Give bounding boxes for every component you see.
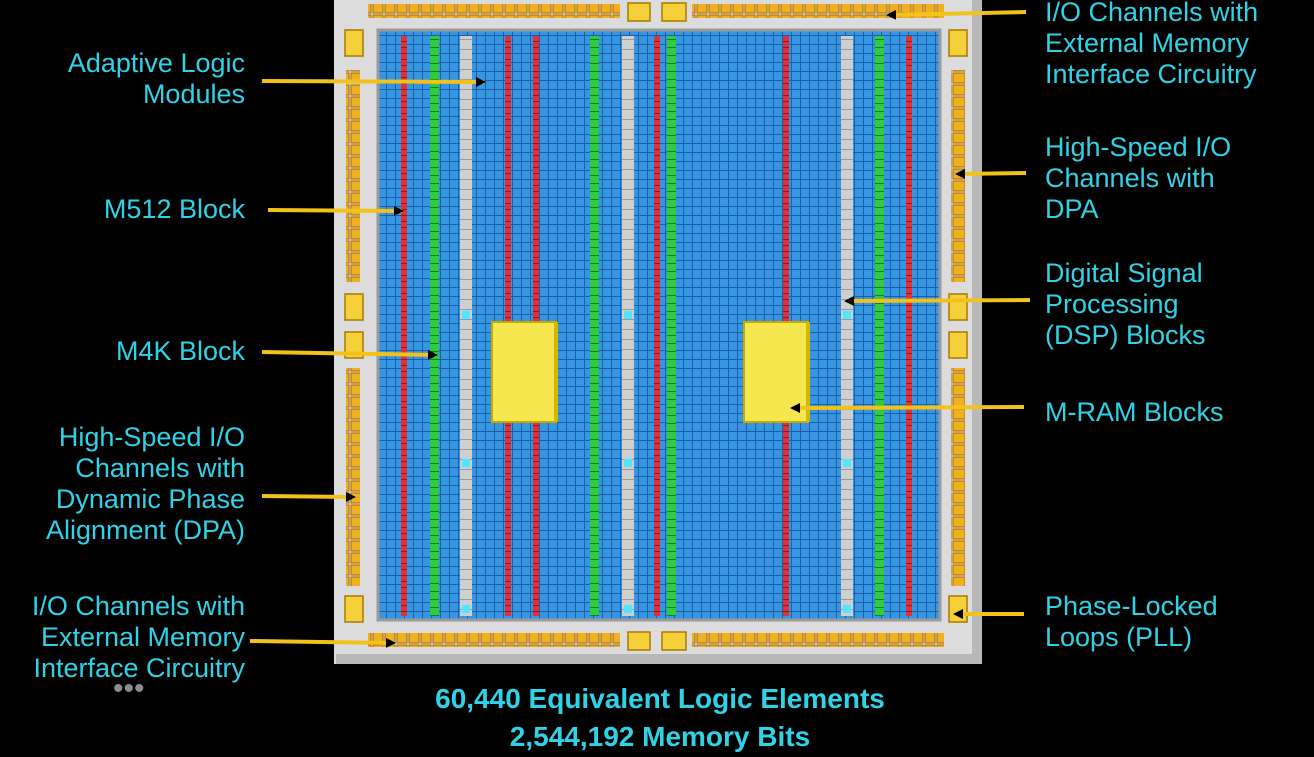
watermark-mark: ••• [113, 672, 145, 705]
m4k-columns [430, 36, 884, 616]
io-pads-bottom-right [692, 633, 944, 647]
label-adaptive-logic-modules: Adaptive Logic Modules [67, 48, 245, 109]
label-mram-blocks: M-RAM Blocks [1045, 397, 1224, 427]
label-m4k-block: M4K Block [115, 336, 245, 366]
io-pads-bottom-left [368, 633, 620, 647]
io-pads-top-left [368, 4, 620, 18]
io-pads-right-lower [951, 368, 965, 586]
label-dsp-blocks: Digital Signal Processing (DSP) Blocks [1045, 258, 1206, 350]
label-m512-block: M512 Block [103, 194, 245, 224]
label-high-speed-io-dpa-left: High-Speed I/O Channels with Dynamic Pha… [45, 422, 245, 545]
label-io-external-memory-right: I/O Channels with External Memory Interf… [1045, 0, 1259, 89]
io-pads-right-upper [951, 70, 965, 282]
label-io-external-memory-left: I/O Channels with External Memory Interf… [31, 591, 245, 683]
callout-arrows [249, 9, 1031, 648]
label-high-speed-io-dpa-right: High-Speed I/O Channels with DPA [1045, 132, 1232, 224]
caption-logic-elements: 60,440 Equivalent Logic Elements [435, 683, 885, 714]
io-pads-top-right [692, 4, 944, 18]
io-pads-left-lower [346, 368, 360, 586]
dsp-markers [462, 311, 851, 613]
mram-blocks [491, 321, 810, 423]
dsp-columns [460, 36, 853, 616]
caption-memory-bits: 2,544,192 Memory Bits [509, 721, 811, 752]
io-pads-left-upper [346, 70, 360, 282]
label-pll: Phase-Locked Loops (PLL) [1045, 591, 1218, 652]
